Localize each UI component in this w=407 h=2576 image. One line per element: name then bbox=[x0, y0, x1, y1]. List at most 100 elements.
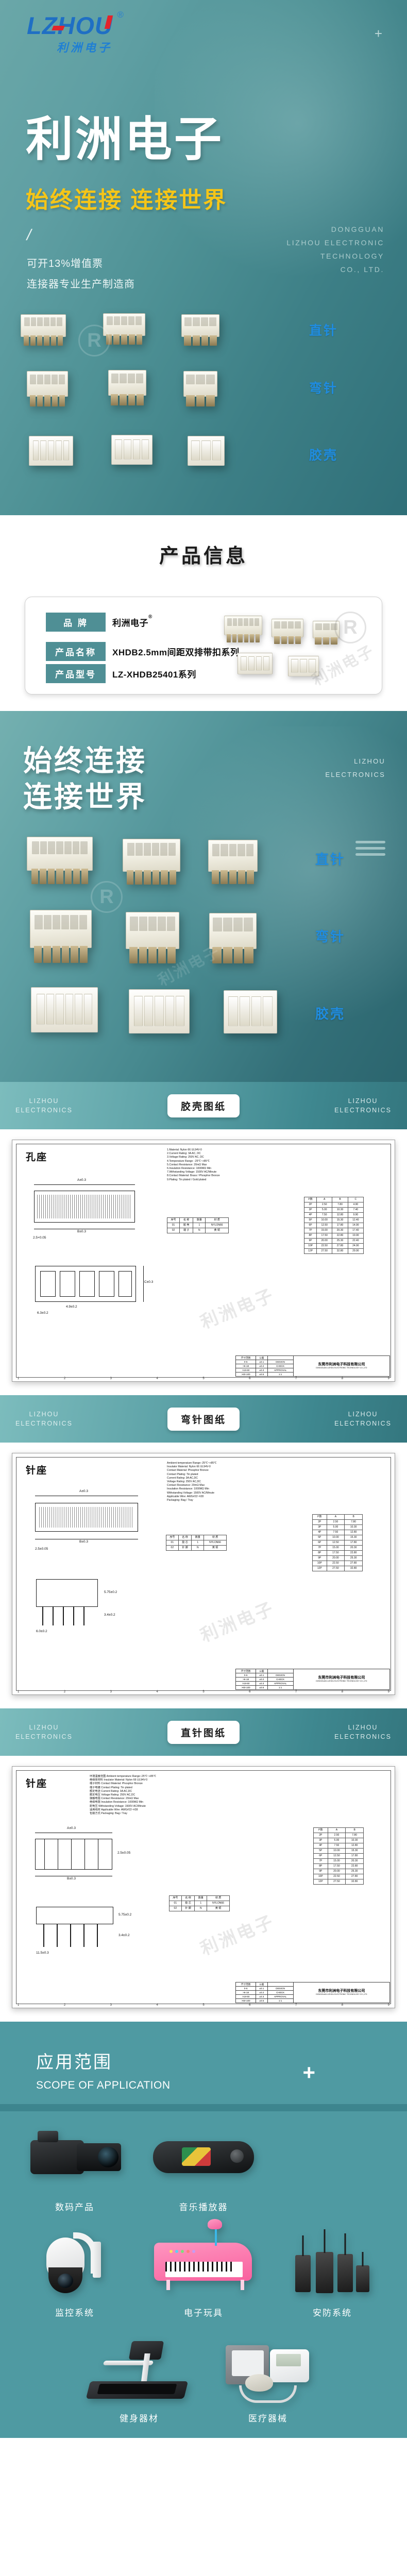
drawing-title-block-straight-pin: 尺寸范围 公差 东莞市利洲电子科技有限公司 DONGGUAN LIZHOU EL… bbox=[235, 1982, 391, 2003]
drawing-border bbox=[16, 1457, 391, 1691]
tb-cell: 公差 bbox=[256, 1669, 268, 1673]
banner-connector-straight-2 bbox=[123, 839, 180, 885]
frame-num: 7 bbox=[295, 1690, 297, 1693]
side-left-line-1: LIZHOU bbox=[29, 1724, 59, 1731]
drawing-section-housing: LIZHOU ELECTRONICS 胶壳图纸 LIZHOU ELECTRONI… bbox=[0, 1082, 407, 1382]
pin-cell: 15.30 bbox=[332, 1217, 348, 1223]
pin-th: B bbox=[344, 1514, 363, 1520]
pin-cell: 7.80 bbox=[344, 1519, 363, 1525]
banner-en-line-2: ELECTRONICS bbox=[325, 771, 385, 778]
banner-connector-housing-1 bbox=[31, 987, 98, 1032]
drawing-title-pill-straight-pin[interactable]: 直针图纸 bbox=[167, 1720, 240, 1744]
scope-item-speaker[interactable]: 音乐播放器 bbox=[139, 2115, 268, 2221]
pin-cell: 12P bbox=[303, 1248, 317, 1254]
scope-item-medical[interactable]: 医疗器械 bbox=[204, 2327, 332, 2432]
drawing-canvas-right-angle: 针座 Ambient temperature Range:-25℃~+85℃ I… bbox=[12, 1453, 395, 1695]
frame-num: 5 bbox=[202, 1690, 205, 1693]
scope-item-digital[interactable]: 数码产品 bbox=[10, 2115, 139, 2221]
frame-num: 4 bbox=[156, 1690, 158, 1693]
pin-cell: 7.40 bbox=[347, 1207, 364, 1213]
product-info-heading: 产品信息 bbox=[159, 546, 248, 567]
product-info-key-model: 产品型号 bbox=[46, 664, 106, 683]
scope-item-toy[interactable]: 电子玩具 bbox=[139, 2219, 268, 2327]
dim-b: B±0.3 bbox=[79, 1540, 88, 1544]
parts-th: 材 质 bbox=[204, 1535, 227, 1540]
tb-cell: ±0.3 bbox=[256, 1368, 268, 1372]
parts-cell: 1 bbox=[191, 1540, 205, 1546]
pin-cell: 27.80 bbox=[345, 1874, 364, 1879]
frame-num: 5 bbox=[202, 1377, 205, 1380]
banner-connector-angle-1 bbox=[30, 910, 92, 963]
scope-item-fitness[interactable]: 健身器材 bbox=[75, 2327, 204, 2432]
pin-cell: 10.30 bbox=[344, 1524, 363, 1530]
drawing-section-right-angle: LIZHOU ELECTRONICS 弯针图纸 LIZHOU ELECTRONI… bbox=[0, 1395, 407, 1695]
drawing-title-pill-housing[interactable]: 胶壳图纸 bbox=[167, 1094, 240, 1117]
pin-cell: 9P bbox=[312, 1555, 327, 1561]
product-info-section: 产品信息 品 牌 利洲电子® 产品名称 XHDB2.5mm间距双排带扣系列 产品… bbox=[0, 515, 407, 711]
pin-cell: 22.40 bbox=[347, 1238, 364, 1244]
tb-cell: DESIGN bbox=[267, 1986, 294, 1991]
pin-cell: 10P bbox=[303, 1243, 317, 1249]
pin-cell: 2.50 bbox=[327, 1833, 346, 1838]
logo-wordmark-text: LZHOU bbox=[27, 12, 113, 39]
parts-cell: 针 脚 bbox=[181, 1906, 195, 1911]
drawing-spec-text-straight-pin: 环境温度范围 Ambient temperature Range:-25℃~+8… bbox=[90, 1775, 156, 1816]
tb-scale-value: 1:1 bbox=[267, 1998, 294, 2003]
parts-cell: N bbox=[191, 1545, 205, 1551]
frame-num: 2 bbox=[63, 2004, 66, 2007]
hero-label-straight-pin: 直针 bbox=[309, 324, 338, 338]
pin-cell: 7P bbox=[303, 1228, 317, 1233]
hero-label-housing: 胶壳 bbox=[309, 448, 338, 463]
scope-item-cctv[interactable]: 监控系统 bbox=[10, 2221, 139, 2327]
dim-a: A±0.3 bbox=[67, 1826, 76, 1830]
tb-cell: ±0.2 bbox=[256, 1677, 268, 1682]
product-info-brand-text: 利洲电子 bbox=[112, 618, 148, 628]
drawing-title-pill-right-angle[interactable]: 弯针图纸 bbox=[167, 1407, 240, 1431]
info-connector-5 bbox=[288, 656, 319, 676]
tb-cell: 0-6 bbox=[235, 1673, 257, 1677]
tb-cell: ±0.1 bbox=[256, 1360, 268, 1364]
frame-num: 7 bbox=[295, 2004, 297, 2007]
banner-label-straight-pin: 直针 bbox=[315, 852, 346, 867]
tb-cell: ±0.3 bbox=[256, 1994, 268, 1999]
scope-item-security[interactable]: 安防系统 bbox=[268, 2221, 397, 2327]
drawing-title-block-right-angle: 尺寸范围 公差 东莞市利洲电子科技有限公司 DONGGUAN LIZHOU EL… bbox=[235, 1669, 391, 1690]
hero-en-line-2: LIZHOU ELECTRONIC bbox=[286, 239, 384, 247]
pin-cell: 20.30 bbox=[332, 1228, 348, 1233]
pin-cell: 19.90 bbox=[347, 1233, 364, 1239]
scope-item-label: 监控系统 bbox=[55, 2308, 94, 2318]
title-block-table: 尺寸范围 公差 东莞市利洲电子科技有限公司 DONGGUAN LIZHOU EL… bbox=[235, 1982, 391, 2003]
frame-num: 8 bbox=[341, 1690, 344, 1693]
tb-cell: CHECK bbox=[267, 1990, 294, 1995]
pin-cell: 17.80 bbox=[345, 1853, 364, 1859]
tb-cell: CHECK bbox=[267, 1677, 294, 1682]
pin-cell: 27.50 bbox=[327, 1879, 346, 1885]
logo-red-slash-icon bbox=[52, 26, 65, 30]
pin-cell: 6P bbox=[313, 1853, 328, 1859]
parts-cell: 黄 铜 bbox=[207, 1906, 230, 1911]
pin-cell: 5P bbox=[312, 1535, 327, 1540]
parts-cell: 02 bbox=[166, 1545, 179, 1551]
parts-th: 数量 bbox=[194, 1895, 208, 1901]
pin-cell: 32.80 bbox=[345, 1879, 364, 1885]
frame-num: 4 bbox=[156, 1377, 158, 1380]
cctv-camera-icon bbox=[10, 2228, 139, 2293]
brand-logo[interactable]: LZHOU ® 利洲电子 bbox=[27, 10, 124, 55]
product-info-row-model: 产品型号 LZ-XHDB25401系列 bbox=[46, 664, 196, 683]
pin-cell: 22.80 bbox=[344, 1550, 363, 1556]
parts-th-1: 名 称 bbox=[179, 1217, 194, 1223]
pin-cell: 2.50 bbox=[316, 1202, 333, 1208]
pin-cell: 7.50 bbox=[326, 1530, 345, 1535]
frame-num: 6 bbox=[249, 2004, 251, 2007]
tb-cell bbox=[267, 1982, 294, 1987]
parts-cell: 黄 铜 bbox=[204, 1545, 227, 1551]
parts-cell: 胶 壳 bbox=[179, 1223, 194, 1228]
pin-cell: 2P bbox=[313, 1833, 328, 1838]
